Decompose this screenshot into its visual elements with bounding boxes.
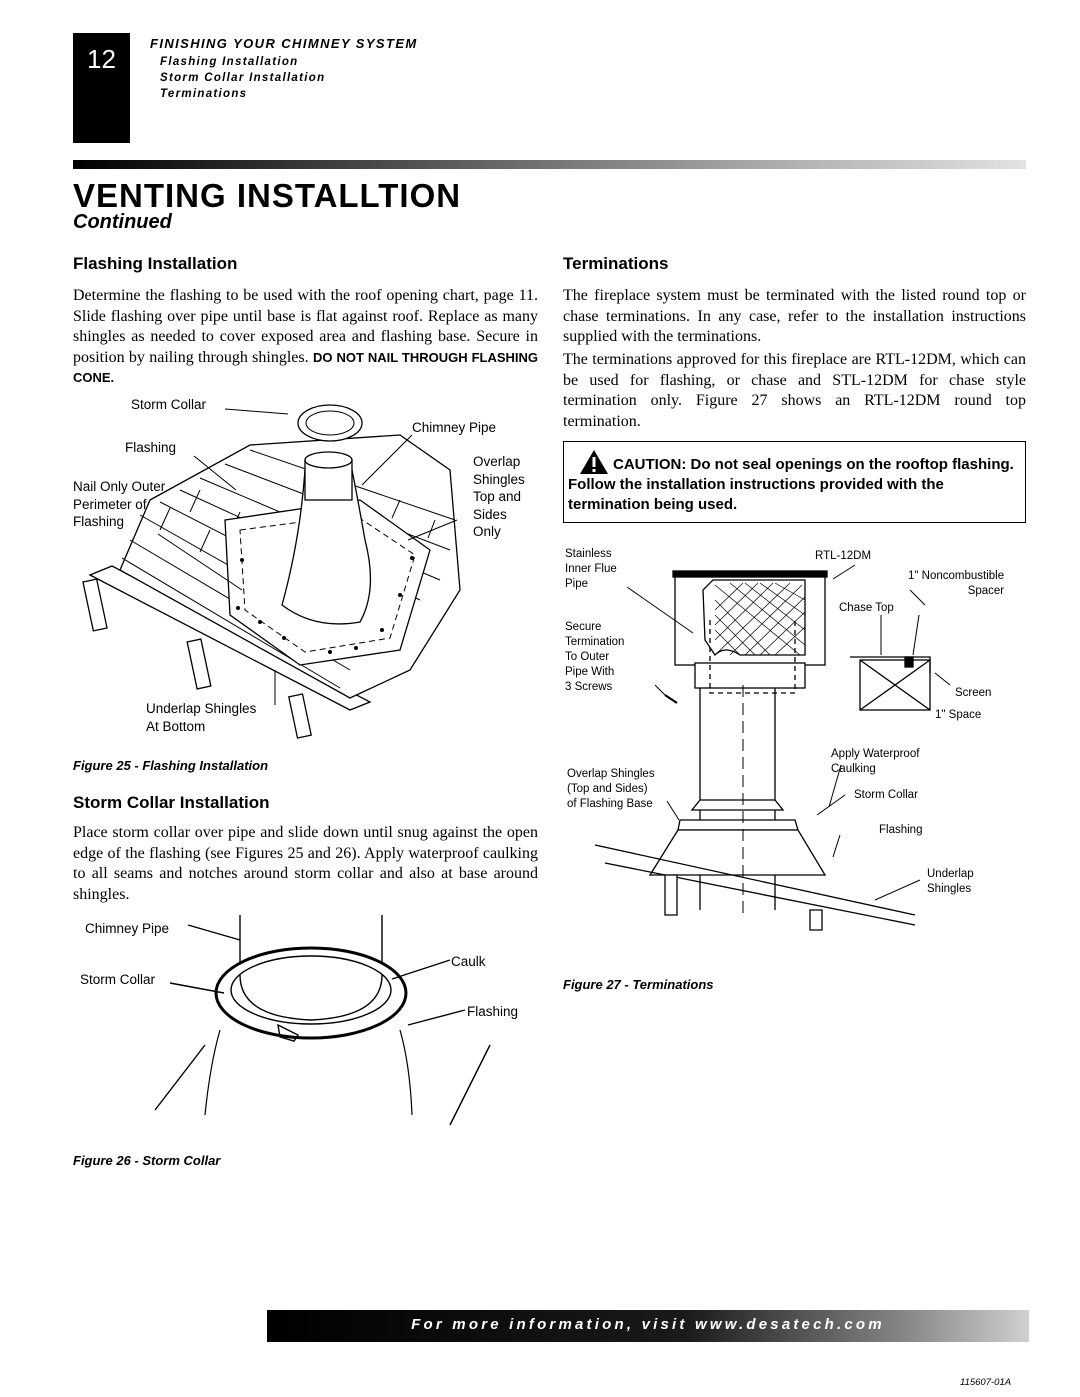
fig27-apply-line: Apply Waterproof bbox=[831, 748, 920, 760]
fig25-overlap-line: Only bbox=[473, 524, 501, 539]
fig27-underlap-line: Shingles bbox=[927, 883, 972, 895]
fig27-label-overlap: Overlap Shingles (Top and Sides) of Flas… bbox=[567, 767, 655, 812]
fig27-spacer-line: Spacer bbox=[967, 585, 1005, 597]
flashing-warning: DO NOT NAIL THROUGH FLASHING CONE. bbox=[73, 349, 539, 386]
figure-26-diagram bbox=[154, 915, 491, 1126]
storm-collar-heading: Storm Collar Installation bbox=[73, 793, 270, 812]
fig27-overlap-line: of Flashing Base bbox=[567, 798, 653, 810]
figure-25-diagram bbox=[82, 404, 461, 739]
fig27-label-stainless: Stainless Inner Flue Pipe bbox=[565, 547, 617, 592]
fig27-label-flashing: Flashing bbox=[879, 824, 923, 836]
fig25-label-storm-collar: Storm Collar bbox=[131, 397, 207, 412]
fig27-secure-line: Termination bbox=[565, 636, 625, 648]
footer-link[interactable]: For more information, visit www.desatech… bbox=[411, 1316, 885, 1333]
section-item-flashing: Flashing Installation bbox=[160, 56, 299, 68]
fig27-overlap-line: (Top and Sides) bbox=[567, 783, 648, 795]
page-subtitle: Continued bbox=[73, 211, 172, 233]
fig25-nail-line: Perimeter of bbox=[73, 496, 147, 512]
flashing-body: Determine the flashing to be used with t… bbox=[73, 286, 538, 389]
terminations-heading: Terminations bbox=[563, 254, 669, 273]
fig25-overlap-line: Overlap bbox=[473, 454, 521, 469]
fig27-label-chase-top: Chase Top bbox=[839, 602, 894, 614]
page-number-tab bbox=[73, 33, 130, 143]
fig25-overlap-line: Top and bbox=[473, 489, 522, 504]
fig27-label-spacer: 1" Noncombustible Spacer bbox=[908, 569, 1004, 599]
fig26-label-chimney-pipe: Chimney Pipe bbox=[85, 921, 170, 936]
fig27-spacer-line: 1" Noncombustible bbox=[908, 570, 1005, 582]
terminations-para-2: The terminations approved for this firep… bbox=[563, 351, 1026, 430]
figure-27-caption: Figure 27 - Terminations bbox=[563, 977, 714, 992]
fig25-label-flashing: Flashing bbox=[125, 440, 177, 455]
fig25-overlap-line: Shingles bbox=[473, 471, 525, 487]
fig26-label-caulk: Caulk bbox=[451, 954, 486, 969]
fig27-stainless-line: Inner Flue bbox=[565, 563, 617, 575]
figure-27-diagram bbox=[594, 564, 951, 931]
fig25-label-underlap: Underlap Shingles At Bottom bbox=[146, 700, 256, 735]
page-number: 12 bbox=[87, 44, 116, 74]
section-item-terminations: Terminations bbox=[160, 88, 248, 100]
terminations-para-1: The fireplace system must be terminated … bbox=[563, 287, 1026, 345]
fig25-underlap-line: Underlap Shingles bbox=[146, 701, 257, 716]
fig27-label-storm-collar: Storm Collar bbox=[854, 789, 918, 801]
footer-banner bbox=[267, 1310, 1029, 1342]
fig25-nail-line: Flashing bbox=[73, 514, 125, 529]
fig27-secure-line: Pipe With bbox=[565, 666, 615, 678]
warning-triangle-icon bbox=[580, 450, 608, 474]
fig27-label-secure: Secure Termination To Outer Pipe With 3 … bbox=[565, 620, 624, 695]
page-title: VENTING INSTALLTION bbox=[73, 177, 462, 214]
figure-25-caption: Figure 25 - Flashing Installation bbox=[73, 758, 269, 773]
fig27-secure-line: Secure bbox=[565, 621, 602, 633]
fig27-label-space: 1" Space bbox=[935, 709, 982, 721]
flashing-heading: Flashing Installation bbox=[73, 254, 238, 273]
fig27-secure-line: 3 Screws bbox=[565, 681, 613, 693]
header-rule bbox=[73, 160, 1026, 169]
fig27-underlap-line: Underlap bbox=[927, 868, 974, 880]
fig26-label-flashing: Flashing bbox=[467, 1004, 519, 1019]
fig25-label-chimney-pipe: Chimney Pipe bbox=[412, 420, 497, 435]
section-item-storm-collar: Storm Collar Installation bbox=[160, 72, 326, 84]
fig25-label-overlap: Overlap Shingles Top and Sides Only bbox=[473, 453, 525, 541]
part-number: 115607-01A bbox=[960, 1377, 1012, 1388]
fig27-stainless-line: Stainless bbox=[565, 548, 612, 560]
fig25-nail-line: Nail Only Outer bbox=[73, 479, 166, 494]
storm-collar-body: Place storm collar over pipe and slide d… bbox=[73, 824, 538, 903]
flashing-body-text: Determine the flashing to be used with t… bbox=[73, 287, 538, 366]
fig27-label-model: RTL-12DM bbox=[815, 550, 872, 562]
fig25-overlap-line: Sides bbox=[473, 506, 507, 522]
fig27-stainless-line: Pipe bbox=[565, 578, 589, 590]
figure-26-caption: Figure 26 - Storm Collar bbox=[73, 1153, 221, 1168]
fig25-label-nail: Nail Only Outer Perimeter of Flashing bbox=[73, 478, 165, 531]
section-title: FINISHING YOUR CHIMNEY SYSTEM bbox=[150, 36, 418, 51]
caution-text: CAUTION: Do not seal openings on the roo… bbox=[568, 456, 1014, 513]
fig26-label-storm-collar: Storm Collar bbox=[80, 972, 156, 987]
caution-box bbox=[563, 441, 1026, 523]
fig27-secure-line: To Outer bbox=[565, 651, 610, 663]
fig25-underlap-line: At Bottom bbox=[146, 718, 206, 734]
fig27-label-screen: Screen bbox=[955, 687, 992, 699]
fig27-overlap-line: Overlap Shingles bbox=[567, 768, 655, 780]
fig27-label-apply: Apply Waterproof Caulking bbox=[831, 747, 919, 777]
fig27-label-underlap: Underlap Shingles bbox=[927, 867, 974, 897]
fig27-apply-line: Caulking bbox=[831, 763, 876, 775]
